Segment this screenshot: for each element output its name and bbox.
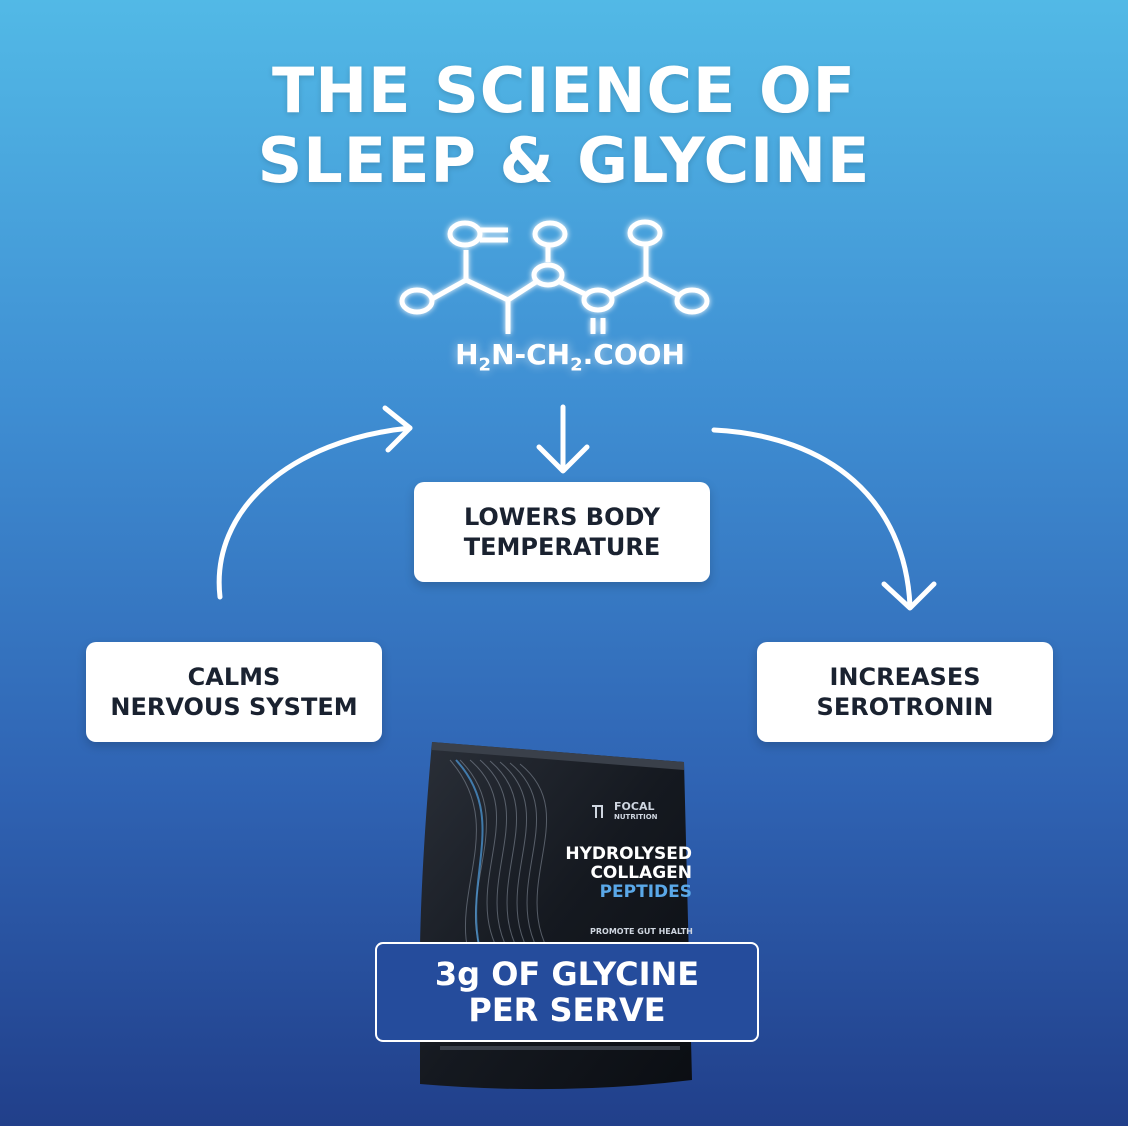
benefit-increases-serotronin: INCREASES SEROTRONIN [757,642,1053,742]
arrow-cycle-left-icon [216,405,413,600]
benefit-top-line-2: TEMPERATURE [463,533,661,561]
benefit-calms-nervous-system: CALMS NERVOUS SYSTEM [86,642,382,742]
benefit-right-line-2: SEROTRONIN [816,693,994,721]
benefit-lowers-body-temperature: LOWERS BODY TEMPERATURE [414,482,710,582]
formula-part-h: H [455,338,479,371]
formula-sub-1: 2 [478,354,492,376]
arrow-cycle-right-icon [711,427,937,611]
product-name-line-3: PEPTIDES [599,882,692,902]
product-name-line-2: COLLAGEN [590,863,692,883]
product-name: HYDROLYSED COLLAGEN PEPTIDES [540,845,692,902]
title-line-2: SLEEP & GLYCINE [257,124,871,197]
benefit-right-line-1: INCREASES [829,663,981,691]
arrow-down-icon [536,404,590,474]
formula-part-nch: N-CH [491,338,571,371]
badge-line-2: PER SERVE [468,991,666,1029]
glycine-per-serve-badge: 3g OF GLYCINE PER SERVE [375,942,759,1042]
title-line-1: THE SCIENCE OF [271,54,857,127]
product-name-line-1: HYDROLYSED [565,844,692,864]
brand-line-2: NUTRITION [614,813,658,821]
product-brand: FOCAL NUTRITION [600,800,680,821]
page-title: THE SCIENCE OF SLEEP & GLYCINE [0,56,1128,196]
brand-line-1: FOCAL [614,800,655,813]
benefit-left-line-1: CALMS [187,663,281,691]
molecule-icon [399,219,710,334]
glycine-formula: H2N-CH2.COOH [380,338,760,376]
benefit-top-line-1: LOWERS BODY [463,503,661,531]
benefit-left-line-2: NERVOUS SYSTEM [110,693,358,721]
product-tagline: PROMOTE GUT HEALTH [590,927,693,936]
badge-line-1: 3g OF GLYCINE [434,955,700,993]
formula-part-cooh: .COOH [582,338,685,371]
formula-sub-2: 2 [570,354,583,376]
